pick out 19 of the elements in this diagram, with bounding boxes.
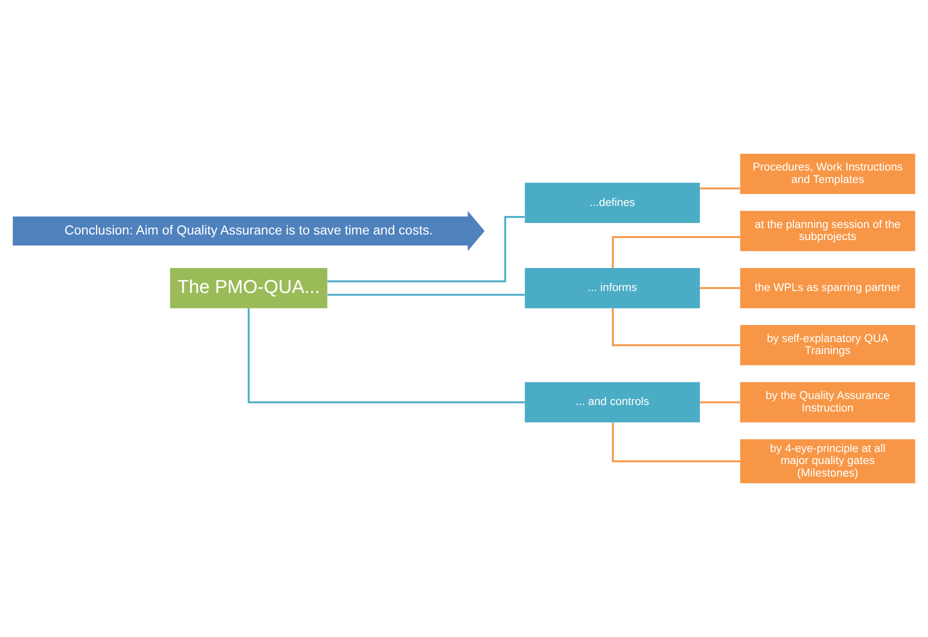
connector bbox=[612, 236, 740, 268]
node-box: by 4-eye-principle at all major quality gates (Milestones) bbox=[740, 439, 916, 484]
node-box: The PMO-QUA... bbox=[170, 268, 328, 308]
connector bbox=[328, 294, 525, 296]
node-box: ...defines bbox=[524, 182, 700, 224]
connector bbox=[248, 308, 525, 404]
connector bbox=[700, 187, 740, 190]
node-box: by the Quality Assurance Instruction bbox=[740, 382, 916, 422]
connector bbox=[327, 216, 525, 282]
node-box: at the planning session of the subprojects bbox=[740, 210, 916, 252]
node-box: Procedures, Work Instructions and Templates bbox=[740, 154, 916, 194]
connector bbox=[700, 287, 740, 289]
node-box: ... and controls bbox=[524, 382, 700, 422]
connector bbox=[612, 308, 740, 346]
node-box: by self-explanatory QUA Trainings bbox=[740, 325, 916, 366]
connector bbox=[612, 422, 740, 462]
node-box: ... informs bbox=[524, 268, 700, 308]
connector bbox=[700, 401, 740, 404]
node-box: the WPLs as sparring partner bbox=[740, 268, 916, 308]
